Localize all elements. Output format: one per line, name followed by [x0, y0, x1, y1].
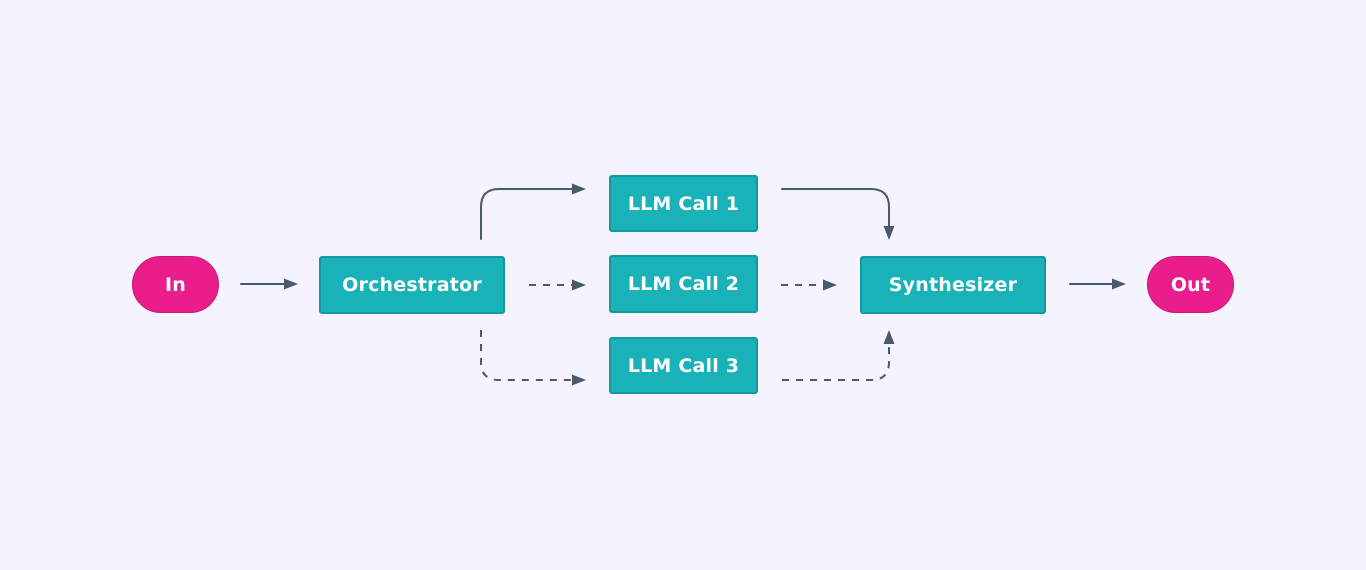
llm-call-2-node-label: LLM Call 2 [627, 273, 740, 295]
edge-llm-call-3-to-synthesizer [782, 330, 895, 381]
output-node: Out [1147, 256, 1234, 313]
edge-orchestrator-to-llm-call-2 [529, 279, 586, 291]
input-node-label: In [165, 273, 186, 296]
orchestrator-node: Orchestrator [319, 256, 505, 314]
llm-call-3-node: LLM Call 3 [609, 337, 758, 394]
edge-llm-call-2-to-synthesizer [781, 279, 837, 291]
edge-in-to-orchestrator [240, 278, 298, 290]
edge-llm-call-1-to-synthesizer [781, 188, 895, 240]
synthesizer-node-label: Synthesizer [888, 274, 1018, 296]
orchestrator-node-label: Orchestrator [342, 274, 482, 296]
edge-orchestrator-to-llm-call-3 [480, 330, 586, 386]
output-node-label: Out [1170, 273, 1211, 296]
edge-orchestrator-to-llm-call-1 [480, 183, 586, 240]
llm-call-2-node: LLM Call 2 [609, 255, 758, 313]
synthesizer-node: Synthesizer [860, 256, 1046, 314]
llm-call-3-node-label: LLM Call 3 [627, 354, 740, 377]
llm-call-1-node: LLM Call 1 [609, 175, 758, 232]
input-node: In [132, 256, 219, 313]
edge-synthesizer-to-out [1069, 278, 1126, 290]
llm-call-1-node-label: LLM Call 1 [627, 192, 740, 215]
